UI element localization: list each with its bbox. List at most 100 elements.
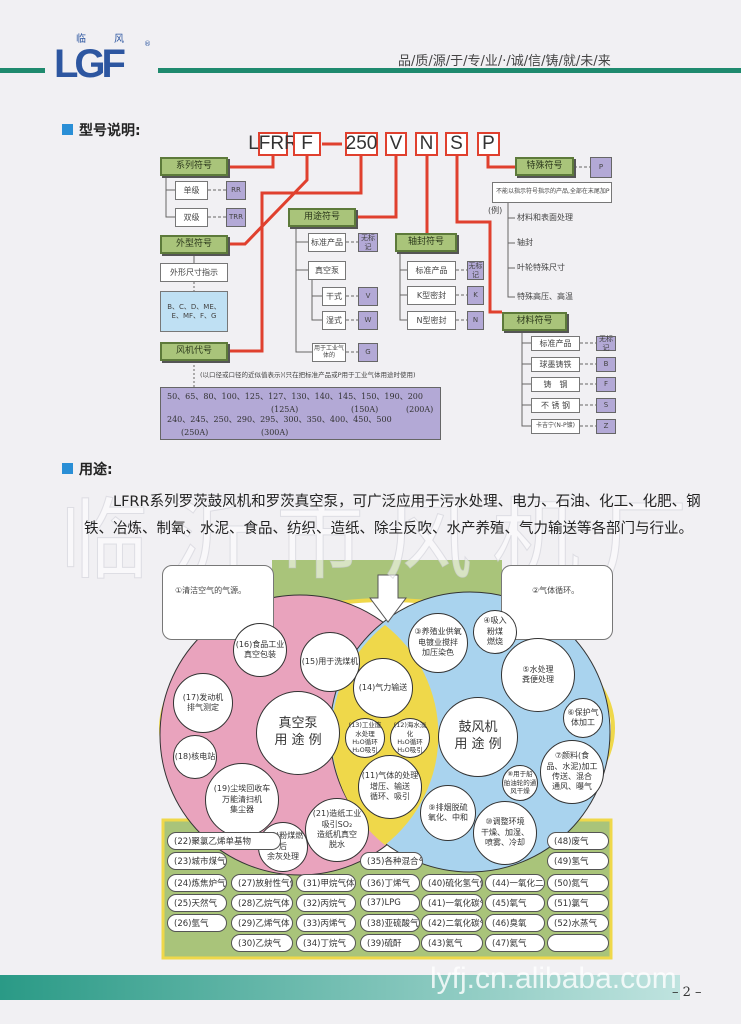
page-number: – 2 – xyxy=(672,985,702,1000)
shape-label: 外形尺寸指示 xyxy=(160,263,228,282)
header-rule-left xyxy=(0,68,45,73)
gas-pill: (35)各种混合气体 xyxy=(360,852,423,870)
gas-pill: (25)天然气 xyxy=(167,894,227,912)
usage-circle: (16)食品工业 真空包装 xyxy=(233,623,287,677)
usage-wet: 湿式 xyxy=(322,311,346,330)
model-code-box: 250 xyxy=(345,132,378,156)
usage-circle: ③养殖业供氧 电镀业搅拌 加压染色 xyxy=(408,613,468,673)
usage-circle: (15)用于洗煤机 xyxy=(300,632,360,692)
material-item: 铸 钢 xyxy=(531,377,580,392)
gas-pill: (26)氩气 xyxy=(167,914,227,932)
gas-pill: (40)硫化氢气体 xyxy=(421,874,483,892)
usage-circle: ⑦颜料(食 品、水泥)加工 传送、混合 通风、曝气 xyxy=(540,740,604,804)
gas-pill: (48)废气 xyxy=(547,832,609,850)
logo-registered: ® xyxy=(144,40,151,48)
bullet-square-icon xyxy=(62,463,73,474)
shape-header: 外型符号 xyxy=(160,235,228,254)
fan-size-line1: 50、65、80、100、125、127、130、140、145、150、190… xyxy=(167,392,423,401)
gas-pill: (38)亚硫酸气 xyxy=(360,914,420,932)
series-item: 双级 xyxy=(175,208,208,227)
model-code-box: P xyxy=(477,132,500,156)
usage-circle: (17)发动机 排气测定 xyxy=(173,673,233,733)
usage-dry-symbol: V xyxy=(358,287,378,306)
usage-circle: 真空泵 用 途 例 xyxy=(256,691,340,775)
gas-pill: (22)聚氯乙烯单基物 xyxy=(167,832,281,850)
gas-pill: (46)臭氧 xyxy=(485,914,545,932)
header-rule-right xyxy=(158,68,741,73)
fan-group-300a: (300A) xyxy=(261,428,289,437)
usage-circle: (13)工业废水处理 H₂O循环 H₂O吸引 xyxy=(345,718,385,758)
special-example: (例) xyxy=(488,206,503,216)
material-symbol: F xyxy=(596,377,616,392)
model-title-text: 型号说明: xyxy=(79,123,141,139)
footer-watermark: lyfj.cn.alibaba.com xyxy=(430,962,677,995)
seal-symbol: K xyxy=(467,286,484,305)
gas-pill: (37)LPG xyxy=(360,894,420,912)
gas-pill xyxy=(547,934,609,952)
bullet-square-icon xyxy=(62,124,73,135)
series-symbol: RR xyxy=(226,181,246,200)
material-symbol: 无标记 xyxy=(596,335,616,352)
usage-dry: 干式 xyxy=(322,287,346,306)
tree-lines xyxy=(165,166,596,427)
model-code-box: S xyxy=(445,132,468,156)
fan-group-200a: (200A) xyxy=(406,405,434,414)
model-code-box: N xyxy=(415,132,438,156)
logo: 临 风 ® LGF xyxy=(48,30,158,95)
gas-pill: (42)二氧化碳气体 xyxy=(421,914,483,932)
slogan: 品/质/源/于/专/业/·/诚/信/铸/就/未/来 xyxy=(398,54,611,69)
fan-size-box: 50、65、80、100、125、127、130、140、145、150、190… xyxy=(160,387,441,440)
usage-circle: ⑩调整环境 干燥、加湿、 喷雾、冷却 xyxy=(473,801,537,865)
usage-circle: (19)尘埃回收车 万能清扫机 集尘器 xyxy=(205,763,279,837)
model-code-box: F xyxy=(293,132,321,156)
usage-standard: 标准产品 xyxy=(308,233,346,252)
logo-char-1: 临 xyxy=(76,34,86,45)
gas-pill: (44)一氧化二氮 xyxy=(485,874,545,892)
uses-section-title: 用途: xyxy=(62,459,113,479)
seal-item: K型密封 xyxy=(407,286,456,305)
material-header: 材料符号 xyxy=(502,312,567,331)
seal-header: 轴封符号 xyxy=(395,233,457,252)
gas-pill: (36)丁烯气 xyxy=(360,874,420,892)
gas-pill: (47)氦气 xyxy=(485,934,545,952)
gas-circulation-box: ②气体循环。 xyxy=(501,565,613,640)
gas-pill: (49)氢气 xyxy=(547,852,609,870)
uses-paragraph-line2: 铁、冶炼、制氧、水泥、食品、纺织、造纸、除尘反吹、水产养殖、气力输送等各部门与行… xyxy=(84,521,693,537)
gas-pill: (50)氮气 xyxy=(547,874,609,892)
logo-text: LGF xyxy=(54,42,126,86)
gas-pill: (51)氯气 xyxy=(547,894,609,912)
model-section-title: 型号说明: xyxy=(62,120,141,140)
special-example-item: 特殊高压、高温 xyxy=(517,292,573,302)
fan-size-line2: 240、245、250、290、295、300、350、400、450、500 xyxy=(167,415,392,424)
usage-circle: ⑨排烟脱硫 氧化、中和 xyxy=(420,785,476,841)
usage-circle: (14)气力输送 xyxy=(353,658,413,718)
model-code-box: V xyxy=(385,132,407,156)
series-item: 单级 xyxy=(175,181,208,200)
uses-paragraph-line1: LFRR系列罗茨鼓风机和罗茨真空泵，可广泛应用于污水处理、电力、石油、化工、化肥… xyxy=(113,494,701,510)
usage-gas: 用于工业气体的 xyxy=(312,343,346,362)
special-note: 不能以指示符号指示的产品,全部在末尾加P xyxy=(492,182,612,203)
gas-pill: (33)丙烯气 xyxy=(296,914,356,932)
gas-pill: (28)乙烷气体 xyxy=(231,894,293,912)
gas-pill: (27)放射性气体 xyxy=(231,874,293,892)
fan-group-125a: (125A) xyxy=(271,405,299,414)
material-item: 不 锈 钢 xyxy=(531,398,580,413)
gas-pill: (32)丙烷气 xyxy=(296,894,356,912)
seal-item: 标准产品 xyxy=(407,261,456,280)
logo-char-2: 风 xyxy=(114,34,124,45)
seal-symbol: N xyxy=(467,311,484,330)
uses-title-text: 用途: xyxy=(79,462,113,478)
special-example-item: 轴封 xyxy=(517,238,533,248)
gas-pill: (52)水蒸气 xyxy=(547,914,609,932)
usage-circle: ⑧用于船 舶油轮的通 风干燥 xyxy=(502,765,538,801)
material-item: 卡吉宁(N-P镀) xyxy=(531,419,580,434)
special-example-item: 材料和表面处理 xyxy=(517,213,573,223)
special-symbol: P xyxy=(590,157,612,178)
usage-header: 用途符号 xyxy=(288,208,356,227)
series-header: 系列符号 xyxy=(160,157,228,176)
usage-circle: ④吸入 粉煤 燃烧 xyxy=(473,610,517,654)
fan-note: (以口径或口径的近似值表示)(只在把标准产品或P用于工业气体用途时使用) xyxy=(200,371,416,379)
gas-pill: (23)城市煤气 xyxy=(167,852,227,870)
gas-pill: (39)硫酐 xyxy=(360,934,420,952)
gas-pill: (41)一氧化碳气体 xyxy=(421,894,483,912)
